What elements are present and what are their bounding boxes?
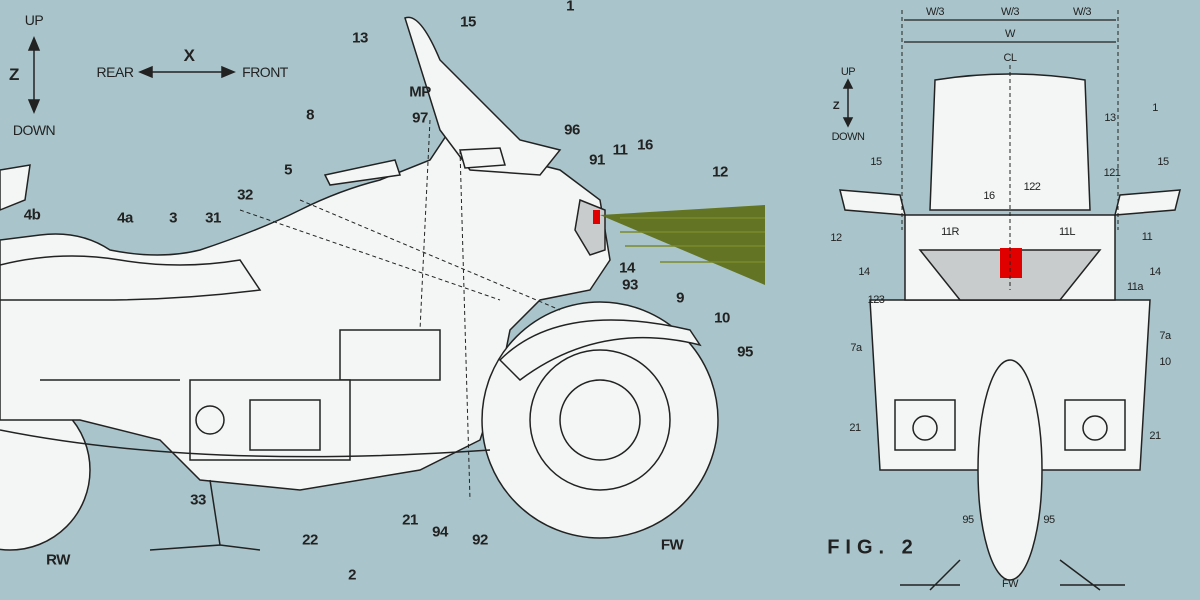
- ref-label: 13: [352, 29, 368, 47]
- dimension-lines: [904, 19, 1116, 43]
- ref-label: 14: [858, 266, 870, 278]
- ref-label: 2: [348, 566, 356, 584]
- ref-label: 8: [306, 106, 314, 124]
- motorcycle-side-view: [0, 16, 719, 551]
- axis-arrows: [27, 36, 854, 128]
- ref-label: 14: [619, 259, 635, 277]
- ref-label: 4b: [23, 206, 41, 224]
- axis-z: Z: [9, 65, 19, 84]
- ref-label: 91: [589, 151, 605, 169]
- ref-label: 21: [849, 422, 861, 434]
- ref-label: 121: [1103, 167, 1121, 179]
- ref-label: MP: [409, 83, 431, 101]
- sensor-16-front: [1000, 248, 1022, 278]
- engine: [339, 329, 441, 381]
- ref-label: 1: [1152, 102, 1158, 114]
- ref-label: 92: [472, 531, 488, 549]
- ref-label: 93: [622, 276, 638, 294]
- motorcycle-front-view: [839, 73, 1181, 591]
- ref-label: 4a: [117, 209, 133, 227]
- axis-z: Z: [832, 100, 840, 112]
- ref-label: RW: [46, 551, 70, 569]
- dimension-label: W/3: [1000, 6, 1020, 18]
- sensor-16-side: [593, 210, 600, 224]
- ref-label: 15: [460, 13, 476, 31]
- dimension-label: W/3: [1072, 6, 1092, 18]
- ref-label: 16: [637, 136, 653, 154]
- ref-label: 21: [1149, 430, 1161, 442]
- ref-label: 1: [566, 0, 574, 15]
- ref-label: 15: [870, 156, 882, 168]
- mirror-right: [1114, 189, 1181, 216]
- axis-up: UP: [24, 12, 44, 28]
- axis-front: FRONT: [242, 64, 288, 80]
- top-box: [0, 164, 31, 211]
- handlebar: [323, 159, 401, 186]
- ref-label: 21: [402, 511, 418, 529]
- ref-label: 10: [1159, 356, 1171, 368]
- seat: [0, 255, 262, 301]
- ref-label: 122: [1023, 181, 1041, 193]
- ref-label: 95: [1043, 514, 1055, 526]
- axis-down: DOWN: [12, 122, 56, 138]
- ref-label: 95: [962, 514, 974, 526]
- dimension-label: W/3: [925, 6, 945, 18]
- ref-label: 12: [712, 163, 728, 181]
- front-fender: [498, 319, 702, 381]
- centerline-label: CL: [1003, 52, 1017, 64]
- ref-label: 11L: [1058, 226, 1076, 238]
- ref-label: 13: [1104, 112, 1116, 124]
- ref-label: 32: [237, 186, 253, 204]
- front-wheel-front: [977, 359, 1043, 581]
- light-beam: [600, 205, 765, 285]
- mirror: [459, 147, 506, 169]
- ref-label: 123: [867, 294, 885, 306]
- ref-label: 16: [983, 190, 995, 202]
- ref-label: 11: [1141, 231, 1153, 243]
- body-fairing: [0, 129, 611, 491]
- ref-label: 5: [284, 161, 292, 179]
- ref-label: 7a: [1159, 330, 1171, 342]
- ref-label: 14: [1149, 266, 1161, 278]
- axis-rear: REAR: [96, 64, 134, 80]
- windscreen: [404, 16, 562, 176]
- ref-label: FW: [1001, 578, 1019, 590]
- axis-x: X: [183, 46, 195, 65]
- ref-label: 3: [169, 209, 177, 227]
- ref-label: 31: [205, 209, 221, 227]
- ref-label: 11R: [941, 226, 959, 238]
- ref-label: 9: [676, 289, 684, 307]
- axis-down: DOWN: [831, 131, 865, 143]
- ref-label: 10: [714, 309, 730, 327]
- ref-label: 94: [432, 523, 448, 541]
- ref-label: 33: [190, 491, 206, 509]
- dimension-label: W: [1005, 28, 1015, 40]
- ref-label: 12: [830, 232, 842, 244]
- ref-label: 11: [612, 141, 628, 159]
- ref-label: FW: [660, 536, 684, 554]
- ref-label: 97: [412, 109, 428, 127]
- axis-up: UP: [840, 66, 856, 78]
- ref-label: 15: [1157, 156, 1169, 168]
- mirror-left: [839, 189, 906, 216]
- ref-label: 22: [302, 531, 318, 549]
- ref-label: 95: [737, 343, 753, 361]
- ref-label: 7a: [850, 342, 862, 354]
- ref-label: 11a: [1126, 281, 1144, 293]
- figure-title: FIG. 2: [827, 536, 919, 559]
- ref-label: 96: [564, 121, 580, 139]
